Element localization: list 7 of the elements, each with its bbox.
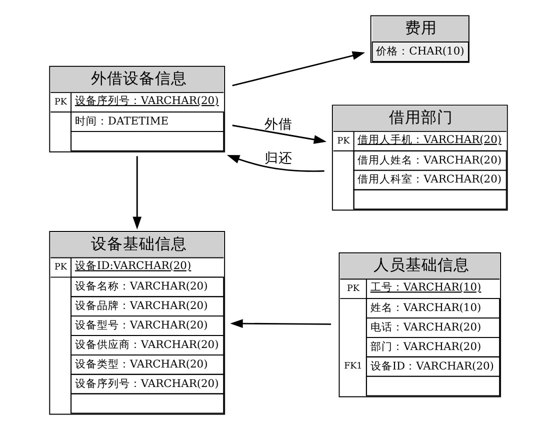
edge-label: 归还 [264,150,292,167]
edge-label: 外借 [264,116,292,133]
arrow [232,51,365,86]
arrow [232,124,326,144]
arrow [230,319,331,328]
arrow [132,156,142,230]
arrow [226,155,324,172]
